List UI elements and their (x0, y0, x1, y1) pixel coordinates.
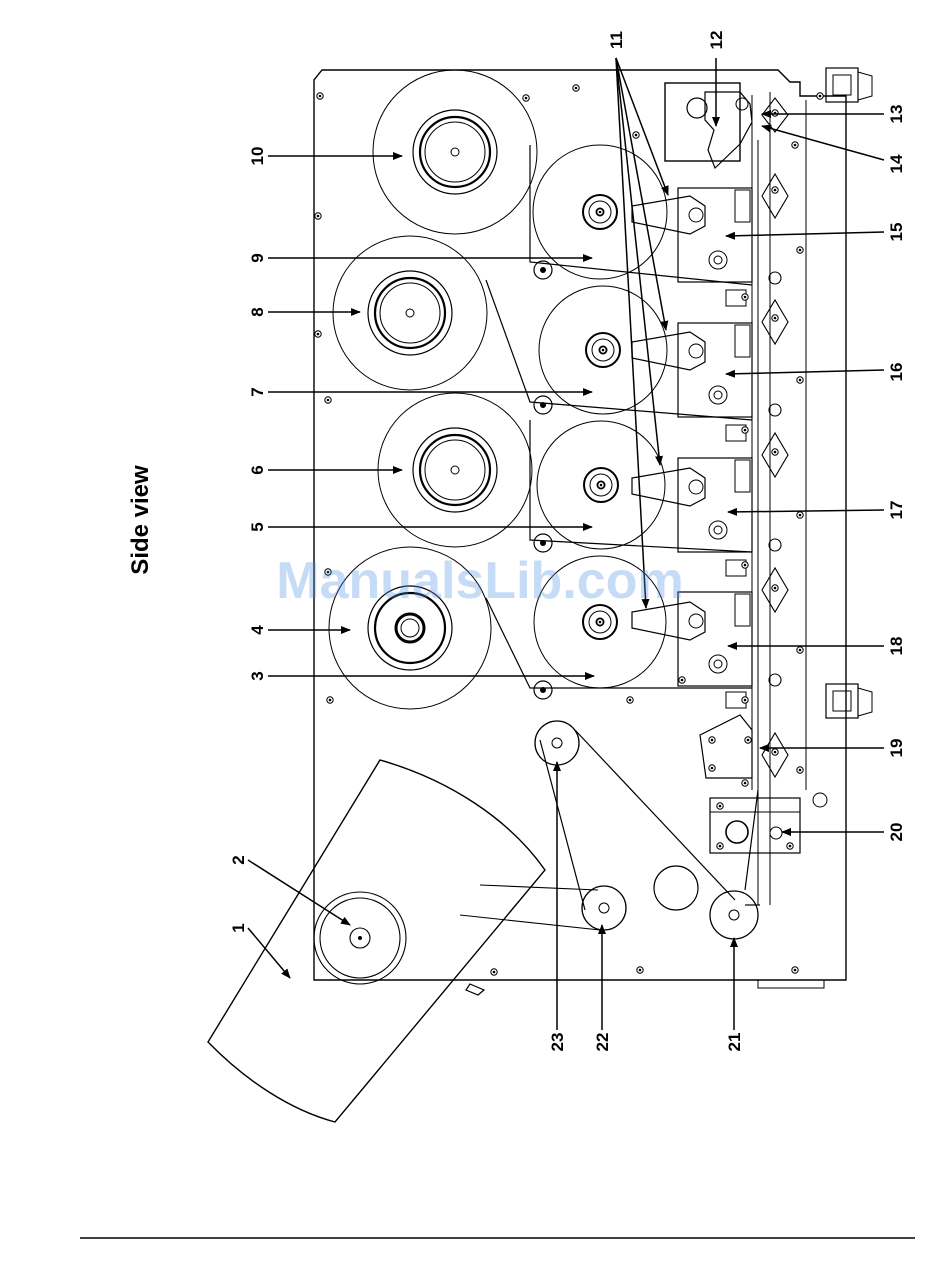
plate-screws (315, 85, 823, 975)
sensor-mount (700, 715, 752, 778)
roller-23 (535, 721, 579, 765)
callout-1: 1 (229, 923, 248, 932)
leader-lines (248, 58, 884, 1030)
callout-19: 19 (887, 739, 906, 758)
page-title: Side view (127, 465, 154, 575)
callout-4: 4 (248, 625, 267, 635)
callout-11: 11 (607, 31, 626, 49)
callout-22: 22 (593, 1033, 612, 1052)
mounting-foot-bottom (826, 684, 872, 718)
callout-9: 9 (248, 253, 267, 262)
mounting-foot-top (826, 68, 872, 102)
callout-13: 13 (887, 105, 906, 124)
callout-21: 21 (725, 1033, 744, 1052)
print-head-unit-15 (632, 188, 752, 282)
idler-roller (654, 866, 698, 910)
callout-2: 2 (229, 855, 248, 864)
top-sensor-housing (665, 83, 752, 168)
watermark: ManualsLib.com (276, 552, 683, 610)
callout-16: 16 (887, 363, 906, 382)
callout-3: 3 (248, 671, 267, 680)
callout-18: 18 (887, 637, 906, 656)
callout-15: 15 (887, 223, 906, 242)
reel-10 (373, 70, 537, 234)
machine-frame (314, 70, 846, 988)
roller-22 (582, 886, 626, 930)
callout-5: 5 (248, 522, 267, 531)
callout-10: 10 (248, 147, 267, 166)
callout-8: 8 (248, 307, 267, 316)
callout-7: 7 (248, 387, 267, 396)
callout-23: 23 (548, 1033, 567, 1052)
print-head-unit-17 (632, 458, 752, 552)
callout-12: 12 (707, 31, 726, 50)
reel-8 (333, 236, 487, 390)
output-bracket (710, 793, 827, 853)
callout-17: 17 (887, 501, 906, 520)
diamond-plates (762, 98, 788, 777)
callout-labels: 1 2 3 4 5 6 7 8 9 10 11 12 13 14 15 16 1… (229, 31, 906, 1052)
callout-6: 6 (248, 465, 267, 474)
callout-14: 14 (887, 154, 906, 173)
callout-20: 20 (887, 823, 906, 842)
